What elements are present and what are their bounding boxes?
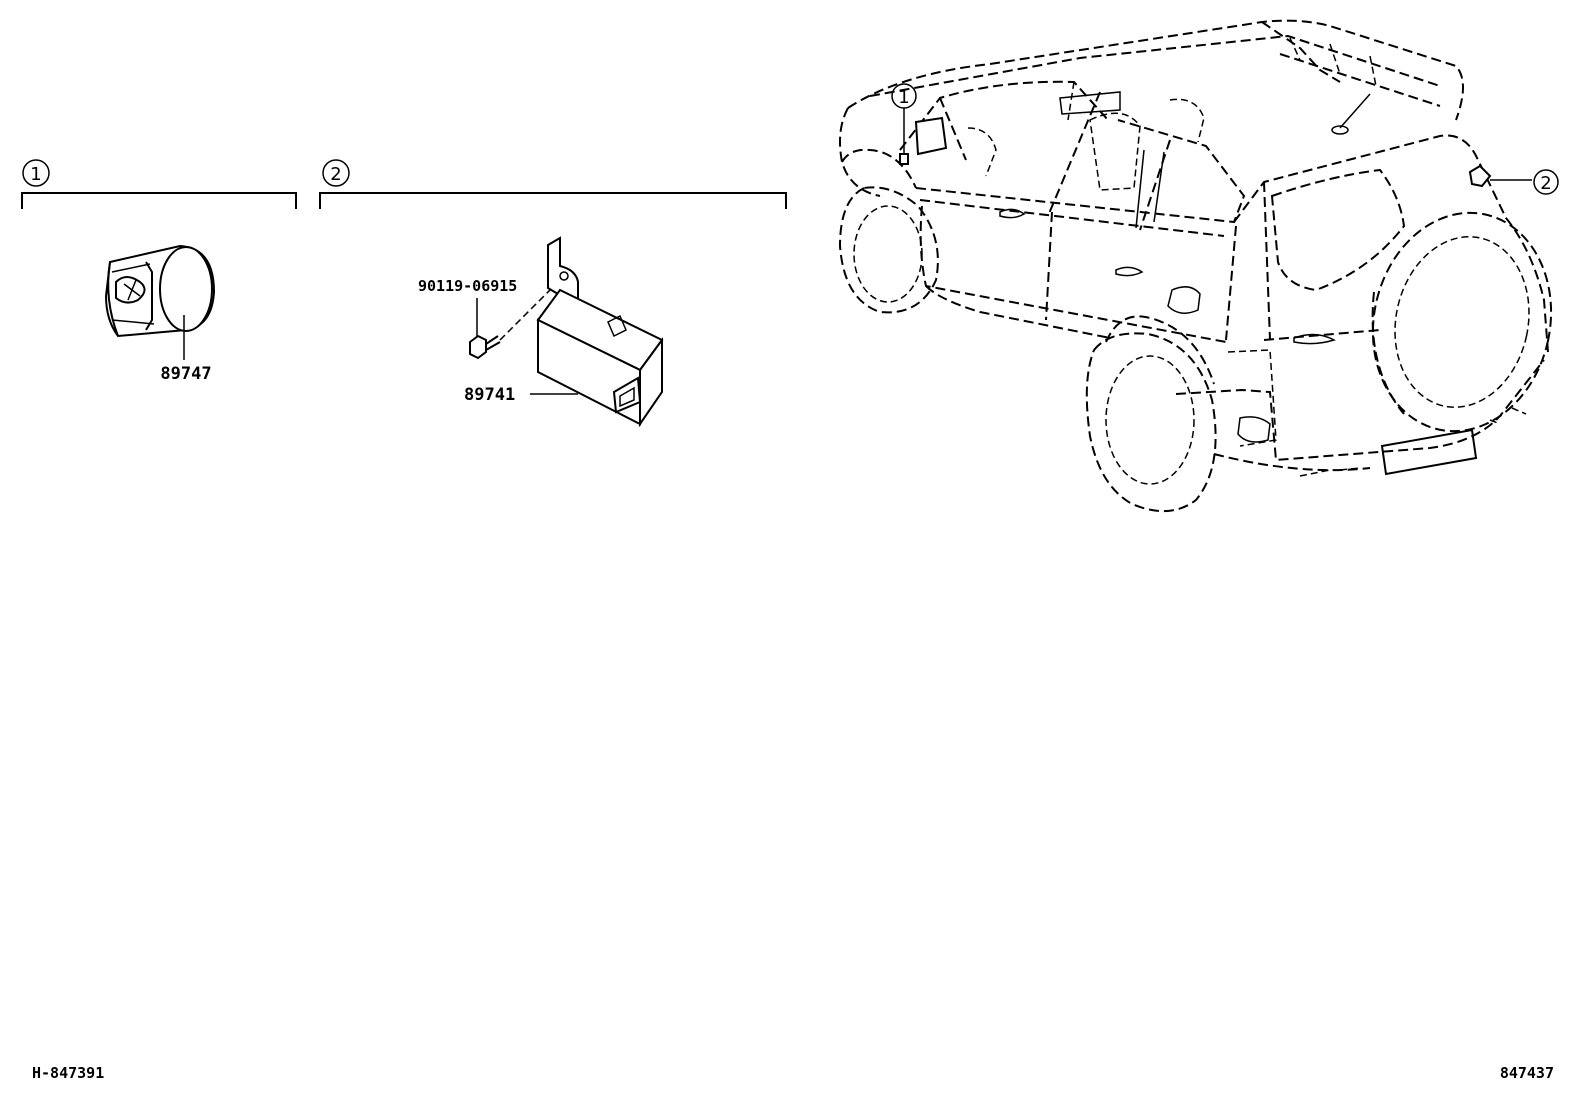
vehicle-callout-1-marker [899, 153, 909, 165]
vehicle-callout-2-label: 2 [1540, 173, 1551, 194]
group-1: 1 89747 [21, 159, 297, 384]
vehicle-callout-2-circle [1533, 169, 1559, 195]
part-number-89747: 89747 [160, 364, 211, 384]
part-89741-drawing [536, 236, 664, 428]
group-1-bracket [21, 192, 297, 209]
illustration-code: H-847391 [32, 1064, 104, 1082]
reference-code: 847437 [1500, 1064, 1554, 1082]
group-2: 2 90119-06915 89741 [319, 159, 787, 428]
vehicle-callout-2-marker [1468, 164, 1492, 188]
group-2-index-circle [322, 159, 350, 187]
part-number-90119-06915: 90119-06915 [418, 277, 517, 295]
group-1-index-label: 1 [30, 164, 41, 185]
group-1-index-circle [22, 159, 50, 187]
part-number-89741: 89741 [464, 385, 515, 405]
group-2-index-label: 2 [330, 164, 341, 185]
part-89747-drawing [104, 244, 216, 338]
group-2-bracket [319, 192, 787, 209]
vehicle-overview: 1 2 [838, 19, 1559, 513]
vehicle-callout-1-label: 1 [898, 87, 909, 108]
bolt-drawing [469, 334, 501, 360]
bolt-hole-line [499, 277, 563, 341]
